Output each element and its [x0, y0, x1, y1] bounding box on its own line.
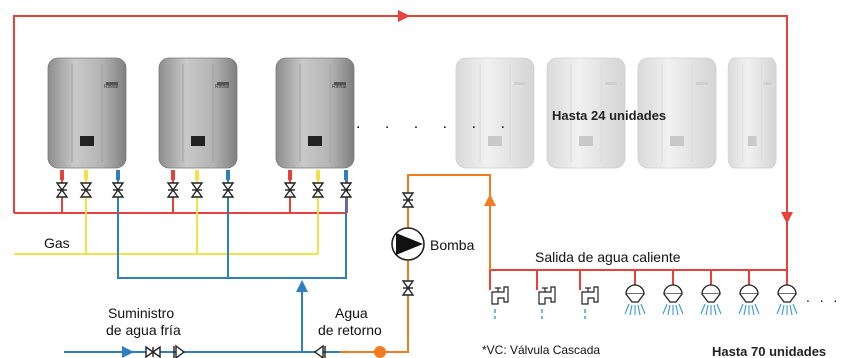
- valve-icon: [145, 346, 161, 358]
- water-heater-icon: [158, 57, 238, 169]
- valve-icon: [191, 182, 203, 198]
- pump-label: Bomba: [430, 237, 475, 253]
- return-label-line2: de retorno: [318, 322, 382, 338]
- outlets-max-label: Hasta 70 unidades: [712, 344, 826, 358]
- faucet-icon: [581, 286, 599, 320]
- valve-icon: [284, 182, 296, 198]
- valve-icon: [112, 182, 124, 198]
- valve-icon: [80, 182, 92, 198]
- cold-flow-arrow: [122, 346, 134, 358]
- heater-brand: Rinnai: [215, 84, 229, 90]
- flow-arrow-top: [398, 10, 410, 22]
- valve-icon: [402, 280, 414, 296]
- water-heater-icon: [275, 57, 355, 169]
- gas-label: Gas: [44, 235, 70, 251]
- valve-icon: [56, 182, 68, 198]
- faucet-icon: [538, 286, 556, 320]
- heater-brand: Rinnai: [104, 84, 118, 90]
- cold-flow-arrow-up: [296, 280, 308, 292]
- water-heater-icon: [47, 57, 127, 169]
- cold-supply-label-line1: Suministro: [108, 305, 174, 321]
- valve-icon: [167, 182, 179, 198]
- water-heater-faded-icon: [727, 57, 777, 169]
- water-heater-faded-icon: [455, 57, 535, 169]
- faucet-icon: [491, 286, 509, 320]
- heater-brand: Rinnai: [332, 84, 346, 90]
- units-max-label: Hasta 24 unidades: [552, 108, 666, 123]
- shower-head-icon: [700, 284, 722, 316]
- flow-arrow-down: [781, 212, 793, 224]
- valve-icon: [312, 182, 324, 198]
- shower-head-icon: [624, 284, 646, 316]
- shower-head-icon: [776, 284, 798, 316]
- valve-icon: [222, 182, 234, 198]
- vc-note: *VC: Válvula Cascada: [482, 343, 600, 357]
- check-valve-icon: [313, 344, 326, 358]
- return-label-line1: Agua: [335, 305, 368, 321]
- valve-icon: [402, 192, 414, 208]
- shower-head-icon: [662, 284, 684, 316]
- check-valve-icon: [173, 344, 186, 358]
- shower-head-icon: [738, 284, 760, 316]
- valve-icon: [340, 182, 352, 198]
- flow-arrow-return-up: [484, 194, 496, 206]
- ellipsis-outlets: . . .: [806, 289, 840, 305]
- hot-water-outlet-label: Salida de agua caliente: [535, 249, 681, 265]
- return-junction: [374, 346, 386, 358]
- pump-icon: [391, 227, 425, 261]
- cold-supply-label-line2: de agua fría: [106, 322, 181, 338]
- ellipsis-units: . . . . . .: [356, 115, 515, 132]
